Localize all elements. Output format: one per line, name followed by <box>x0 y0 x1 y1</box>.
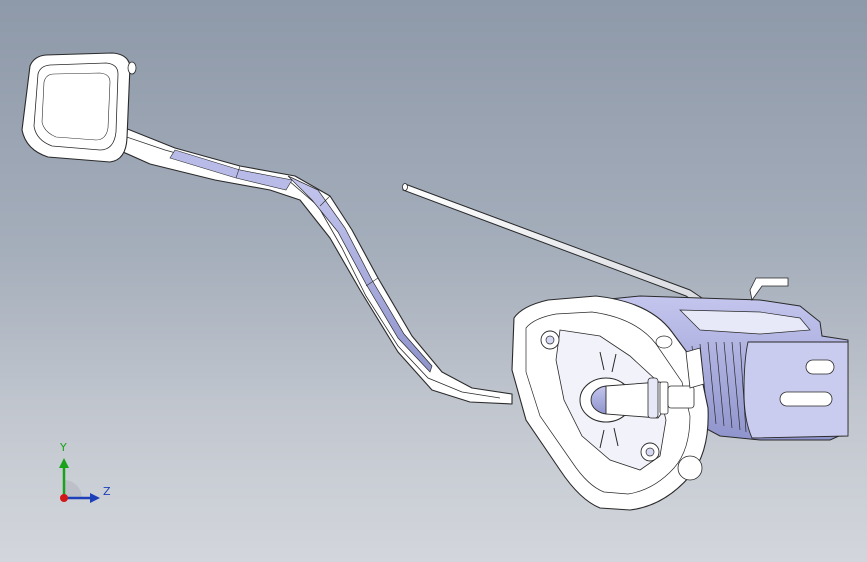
axis-z-arrow-icon <box>64 493 100 503</box>
axis-y-arrow-icon <box>59 458 69 498</box>
axis-z-label: Z <box>103 485 111 498</box>
triad-plane-icon <box>64 480 82 498</box>
coordinate-triad: Y Z <box>44 436 124 516</box>
clevis-boss <box>579 347 705 449</box>
axis-y-label: Y <box>60 441 67 454</box>
pedal-pad <box>21 52 137 163</box>
origin-marker-icon <box>60 494 68 502</box>
